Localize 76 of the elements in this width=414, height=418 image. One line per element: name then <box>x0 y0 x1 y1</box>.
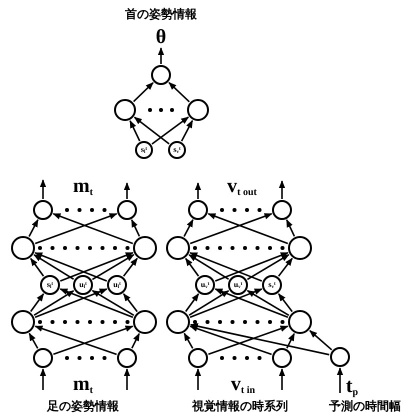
arrow <box>92 290 134 316</box>
arrow <box>189 252 262 282</box>
arrow <box>286 332 295 349</box>
arrow <box>194 368 202 390</box>
arrow <box>286 219 296 237</box>
arrow <box>122 293 138 312</box>
arrow <box>278 258 293 277</box>
arrow <box>152 116 190 145</box>
arrow <box>278 180 286 199</box>
arrow <box>215 252 289 282</box>
labeled-neuron <box>73 275 93 295</box>
arrow <box>246 254 290 280</box>
arrow <box>185 293 200 312</box>
labeled-neuron <box>168 141 186 159</box>
arrow <box>188 290 230 316</box>
arrow <box>336 367 344 393</box>
caption-text: 首の姿勢情報 <box>125 8 197 20</box>
arrow <box>158 47 164 64</box>
caption-text: 足の姿勢情報 <box>47 400 119 412</box>
arrow <box>34 326 117 356</box>
arrow <box>60 288 134 318</box>
arrow <box>124 368 130 390</box>
arrow <box>30 293 44 312</box>
variable-label: t$_{p}$ <box>346 376 358 396</box>
arrow <box>190 326 272 356</box>
arrow <box>190 213 272 244</box>
labeled-neuron <box>262 275 282 295</box>
arrow <box>40 368 46 390</box>
caption-text: 視覚情報の時系列 <box>192 400 288 412</box>
labeled-neuron <box>135 141 153 159</box>
arrow <box>134 116 170 145</box>
arrow <box>40 179 46 199</box>
arrow <box>180 120 194 142</box>
arrow <box>131 332 140 349</box>
arrow <box>184 332 194 349</box>
arrow <box>190 323 330 356</box>
arrow <box>309 330 332 350</box>
arrow <box>208 326 288 356</box>
variable-label: v$_{t out}$ <box>227 176 257 196</box>
labeled-neuron <box>228 275 248 295</box>
arrow <box>278 368 286 390</box>
arrow <box>129 120 140 142</box>
variable-label: θ <box>156 27 166 47</box>
labeled-neuron <box>195 275 215 295</box>
arrow <box>278 293 293 312</box>
arrow <box>28 332 38 349</box>
labeled-neuron <box>107 275 127 295</box>
arrow <box>34 252 108 282</box>
arrow <box>188 254 230 280</box>
arrow <box>34 288 108 318</box>
caption-text: 予測の時間幅 <box>329 400 401 412</box>
arrow <box>190 288 263 318</box>
arrow <box>53 326 134 356</box>
arrow <box>214 288 288 318</box>
arrow <box>246 290 290 316</box>
arrow <box>60 252 134 282</box>
arrow <box>34 290 74 316</box>
arrow <box>34 213 118 244</box>
arrow <box>28 219 39 237</box>
arrow <box>168 82 190 102</box>
arrow <box>124 182 130 199</box>
arrow <box>92 254 134 280</box>
arrow <box>185 258 200 277</box>
variable-label: m$_{t}$ <box>73 176 93 196</box>
arrow <box>122 258 138 277</box>
arrow <box>194 182 202 199</box>
arrow <box>183 219 194 237</box>
arrow <box>208 213 288 244</box>
arrow <box>52 213 134 244</box>
arrow <box>30 258 44 277</box>
arrow <box>130 219 140 237</box>
variable-label: m$_{t}$ <box>73 374 93 394</box>
labeled-neuron <box>40 275 60 295</box>
arrow <box>133 82 154 102</box>
arrow <box>33 254 74 280</box>
variable-label: v$_{t in}$ <box>230 374 256 394</box>
